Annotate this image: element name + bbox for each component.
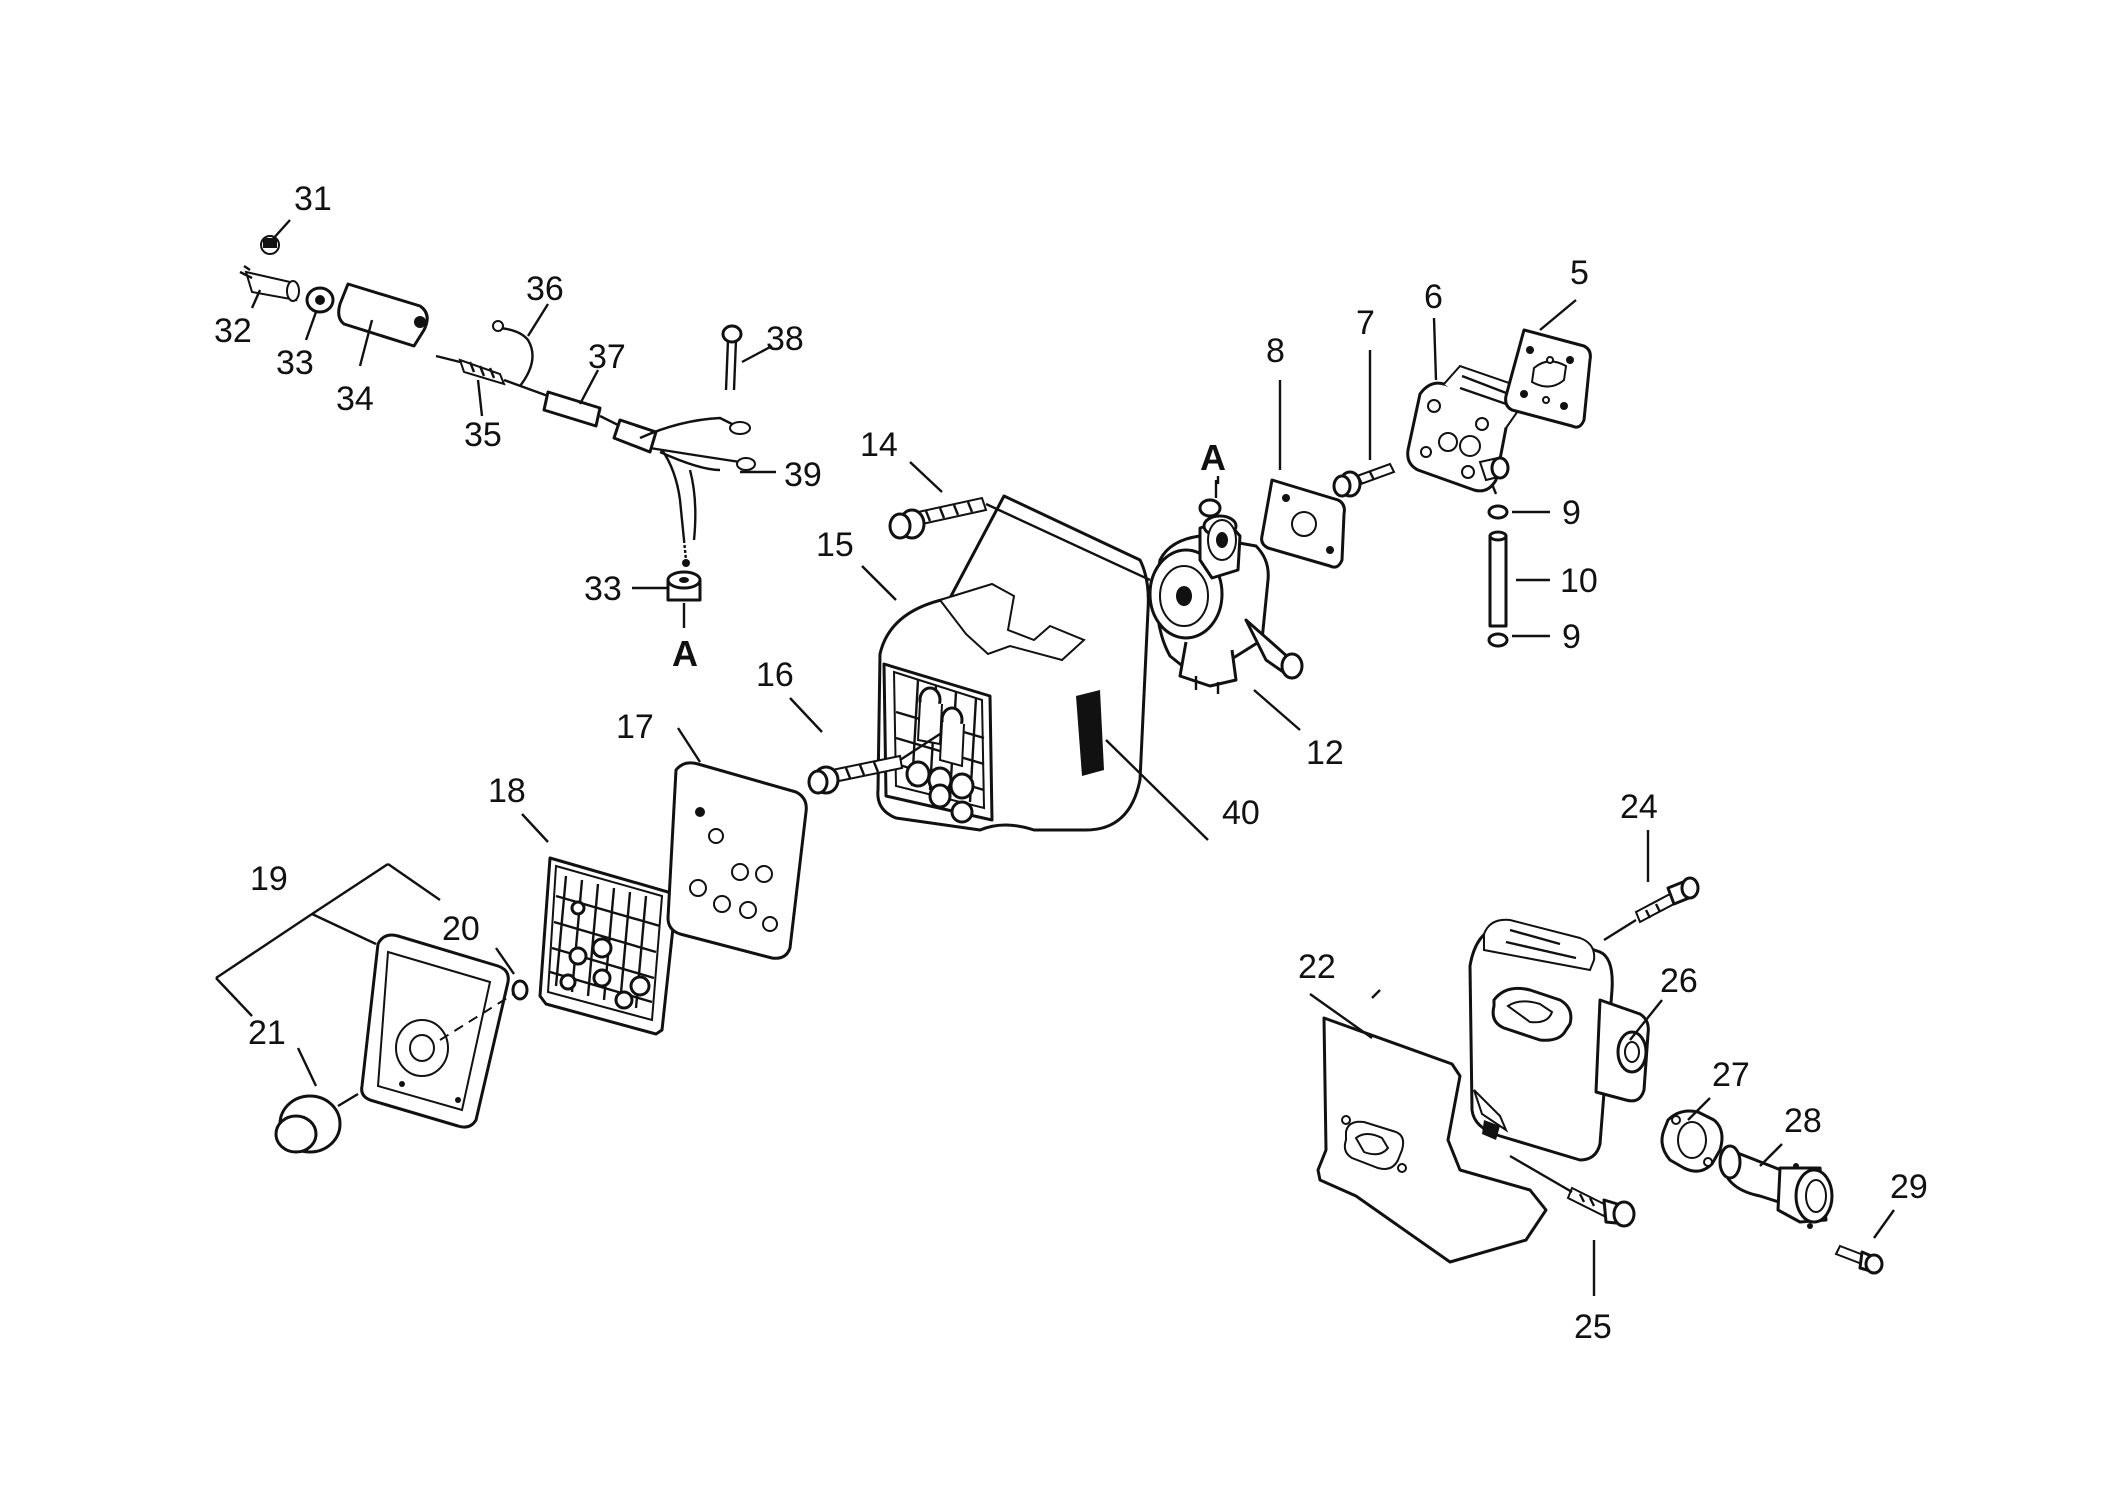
screw-29 xyxy=(1834,1244,1884,1275)
label-15: 15 xyxy=(816,526,854,564)
wire-harness-39 xyxy=(639,416,756,567)
label-31: 31 xyxy=(294,180,332,218)
assembly-line-25 xyxy=(1509,1154,1573,1194)
label-12: 12 xyxy=(1306,734,1344,772)
label-17: 17 xyxy=(616,708,654,746)
leader-lines xyxy=(215,219,1895,1296)
label-39: 39 xyxy=(784,456,822,494)
filter-element-17 xyxy=(666,761,808,960)
bolt-14 xyxy=(888,496,988,540)
exhaust-pipe-28 xyxy=(1718,1144,1834,1229)
bolt-7 xyxy=(1332,462,1396,498)
label-19: 19 xyxy=(250,860,288,898)
filter-holder-18 xyxy=(538,856,678,1036)
cylinder-cover-15 xyxy=(876,494,1150,832)
label-38: 38 xyxy=(766,320,804,358)
label-24: 24 xyxy=(1620,788,1658,826)
label-26: 26 xyxy=(1660,962,1698,1000)
label-37: 37 xyxy=(588,338,626,376)
o-ring-20 xyxy=(511,979,529,1001)
label-27: 27 xyxy=(1712,1056,1750,1094)
assembly-line-16 xyxy=(899,732,941,762)
assembly-line-24 xyxy=(1603,918,1637,942)
spark-plug-terminal-31 xyxy=(260,235,280,255)
boot-34 xyxy=(337,282,429,348)
high-tension-lead-35-37 xyxy=(435,354,658,454)
knob-21 xyxy=(274,1092,359,1154)
label-40: 40 xyxy=(1222,794,1260,832)
label-33-top: 33 xyxy=(276,344,314,382)
filter-cover-19 xyxy=(360,933,510,1129)
carburetor-12 xyxy=(1148,498,1304,694)
label-8: 8 xyxy=(1266,332,1285,370)
label-21: 21 xyxy=(248,1014,286,1052)
label-6: 6 xyxy=(1424,278,1443,316)
screw-38 xyxy=(721,324,743,391)
label-22: 22 xyxy=(1298,948,1336,986)
gasket-8 xyxy=(1260,478,1346,569)
o-ring-9-top xyxy=(1487,504,1509,520)
part-number-labels: 31 32 33 34 35 36 37 38 39 33 14 15 16 1… xyxy=(214,180,1928,1346)
label-5: 5 xyxy=(1570,254,1589,292)
label-16: 16 xyxy=(756,656,794,694)
grommet-33-top xyxy=(305,286,335,314)
label-7: 7 xyxy=(1356,304,1375,342)
label-9-top: 9 xyxy=(1562,494,1581,532)
heat-shield-22 xyxy=(1316,1016,1548,1264)
o-ring-9-bottom xyxy=(1487,632,1509,648)
label-35: 35 xyxy=(464,416,502,454)
reference-mark-A-carburetor: A xyxy=(1200,437,1226,478)
label-34: 34 xyxy=(336,380,374,418)
label-20: 20 xyxy=(442,910,480,948)
label-28: 28 xyxy=(1784,1102,1822,1140)
bolt-24 xyxy=(1634,876,1700,924)
spark-plug-cap-32 xyxy=(239,265,300,302)
label-36: 36 xyxy=(526,270,564,308)
label-25: 25 xyxy=(1574,1308,1612,1346)
tube-10 xyxy=(1488,530,1508,628)
bolt-25 xyxy=(1566,1186,1636,1228)
muffler-26 xyxy=(1468,918,1650,1162)
label-32: 32 xyxy=(214,312,252,350)
label-9-bottom: 9 xyxy=(1562,618,1581,656)
label-29: 29 xyxy=(1890,1168,1928,1206)
bolt-16 xyxy=(807,754,904,795)
insulator-6 xyxy=(1406,364,1522,495)
assembly-line-14 xyxy=(985,502,1151,582)
label-33-bottom: 33 xyxy=(584,570,622,608)
reference-mark-A-wire: A xyxy=(672,633,698,674)
ground-wire-36 xyxy=(492,320,534,387)
label-14: 14 xyxy=(860,426,898,464)
gasket-5 xyxy=(1504,328,1592,429)
label-10: 10 xyxy=(1560,562,1598,600)
gasket-27 xyxy=(1660,1109,1724,1173)
label-18: 18 xyxy=(488,772,526,810)
grommet-33-bottom xyxy=(666,570,702,602)
